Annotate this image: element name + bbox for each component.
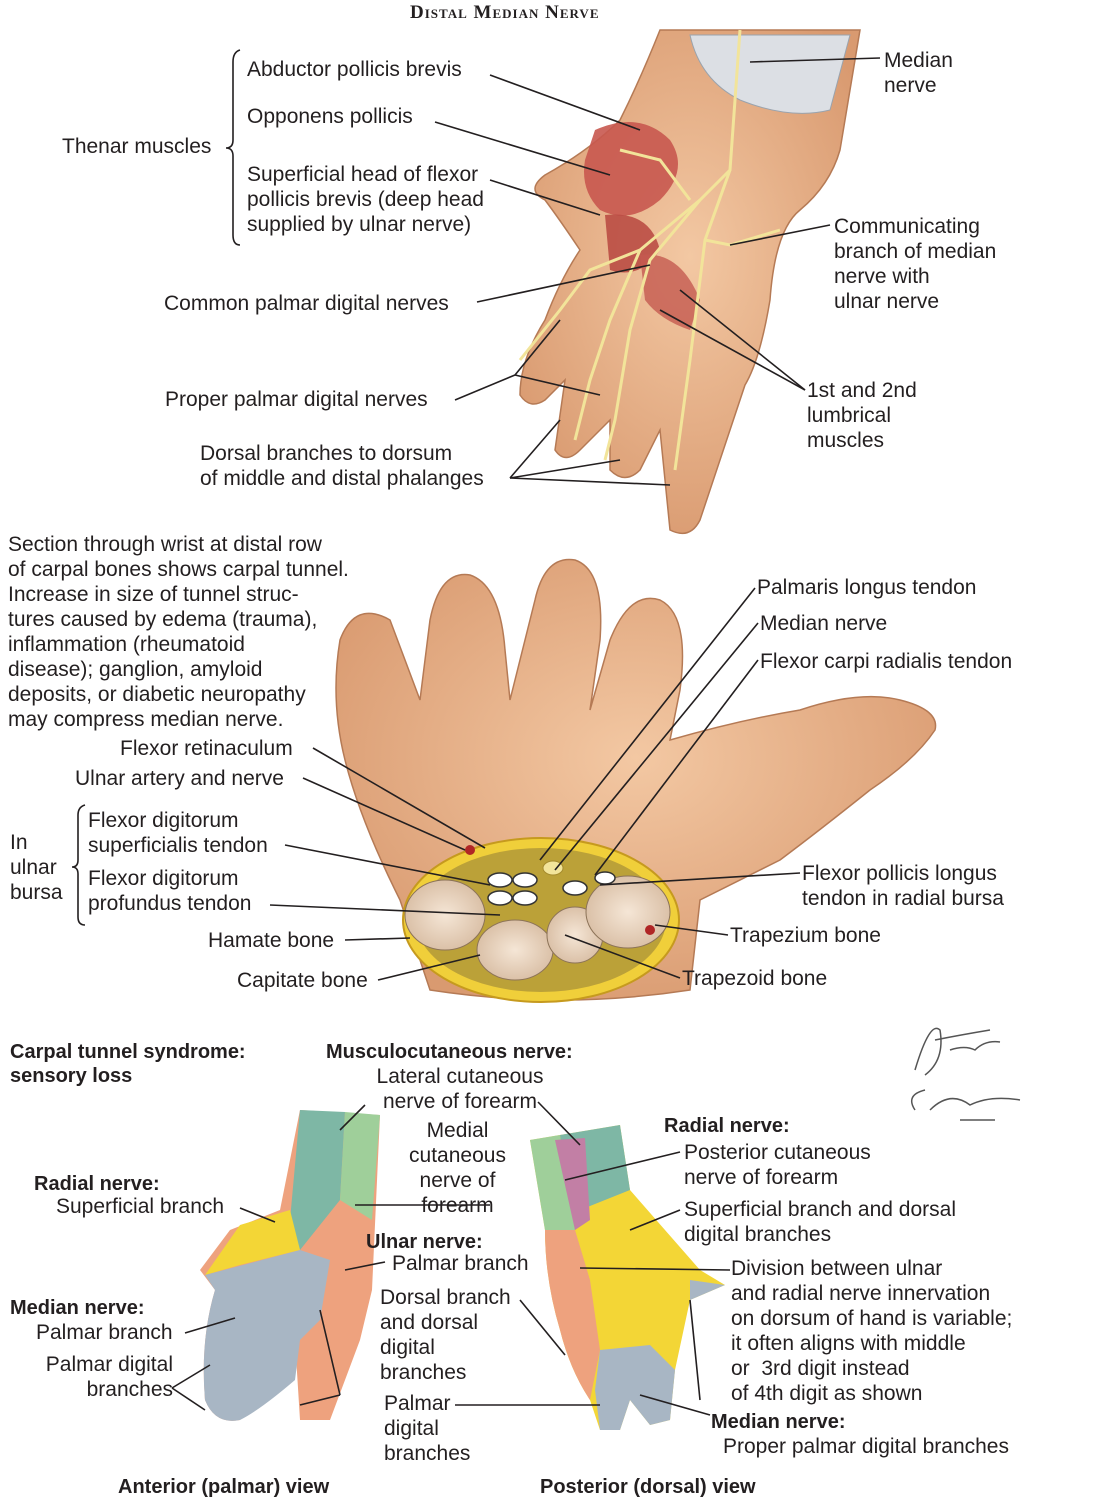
superficial-branch-label: Superficial branch [56,1195,225,1218]
lumbrical-muscles-label: 1st and 2nd lumbrical muscles [807,379,917,452]
capitate-bone-label: Capitate bone [237,969,368,992]
ulnar-artery-nerve-label: Ulnar artery and nerve [75,767,284,790]
division-variability-note: Division between ulnar and radial nerve … [731,1257,1013,1405]
posterior-hand-sensory-map [530,1125,725,1430]
median-nerve-heading-left: Median nerve: [10,1297,145,1319]
ulnar-palmar-branch-label: Palmar branch [392,1252,529,1275]
fdp-tendon-label: Flexor digitorum profundus tendon [88,867,252,915]
carpal-tunnel-note: Section through wrist at distal row of c… [8,533,349,731]
opponens-pollicis-label: Opponens pollicis [247,105,413,128]
hamate-bone-label: Hamate bone [208,929,335,952]
palmar-digital-branches-left-label: Palmar digital branches [45,1353,173,1401]
dorsal-branches-label: Dorsal branches to dorsum of middle and … [200,442,484,490]
fpl-tendon-label: Flexor pollicis longus tendon in radial … [802,862,1004,910]
palmaris-longus-label: Palmaris longus tendon [757,576,977,599]
musculocutaneous-heading: Musculocutaneous nerve: [326,1041,573,1063]
flexor-carpi-radialis-label: Flexor carpi radialis tendon [760,650,1013,673]
dorsal-branch-label: Dorsal branch and dorsal digital branche… [380,1286,511,1384]
superficial-head-label: Superficial head of flexor pollicis brev… [247,163,484,236]
top-hand-illustration [518,29,861,535]
common-palmar-digital-label: Common palmar digital nerves [164,292,449,315]
cts-sensory-loss-heading: Carpal tunnel syndrome: sensory loss [10,1041,246,1087]
palmar-digital-branches-mid-label: Palmar digital branches [384,1392,471,1465]
median-nerve-heading-right: Median nerve: [711,1411,846,1433]
posterior-cutaneous-label: Posterior cutaneous nerve of forearm [684,1141,871,1189]
leader-lines [71,49,881,1416]
fds-tendon-label: Flexor digitorum superficialis tendon [88,809,268,857]
ulnar-nerve-heading: Ulnar nerve: [366,1231,483,1253]
artist-signature [910,1027,1021,1121]
thenar-muscles-label: Thenar muscles [62,135,212,158]
in-ulnar-bursa-label: In ulnar bursa [10,831,63,904]
abductor-pollicis-brevis-label: Abductor pollicis brevis [247,58,462,81]
median-nerve-middle-label: Median nerve [760,612,888,635]
posterior-view-caption: Posterior (dorsal) view [540,1476,756,1498]
trapezium-bone-label: Trapezium bone [730,924,881,947]
communicating-branch-label: Communicating branch of median nerve wit… [834,215,997,313]
trapezoid-bone-label: Trapezoid bone [682,967,828,990]
proper-palmar-digital-label: Proper palmar digital nerves [165,388,428,411]
medial-cutaneous-label: Medial cutaneous nerve of forearm [409,1119,506,1217]
radial-nerve-heading-right: Radial nerve: [664,1115,790,1137]
median-palmar-branch-label: Palmar branch [36,1321,173,1344]
proper-palmar-right-label: Proper palmar digital branches [723,1435,1009,1458]
anterior-view-caption: Anterior (palmar) view [118,1476,330,1498]
page-title: Distal Median Nerve [410,2,600,23]
anterior-hand-sensory-map [200,1110,380,1421]
radial-nerve-heading-left: Radial nerve: [34,1173,160,1195]
flexor-retinaculum-label: Flexor retinaculum [120,737,293,760]
superficial-dorsal-branches-label: Superficial branch and dorsal digital br… [684,1198,956,1246]
median-nerve-top-label: Median nerve [884,49,953,97]
lateral-cutaneous-label: Lateral cutaneous nerve of forearm [376,1065,544,1113]
